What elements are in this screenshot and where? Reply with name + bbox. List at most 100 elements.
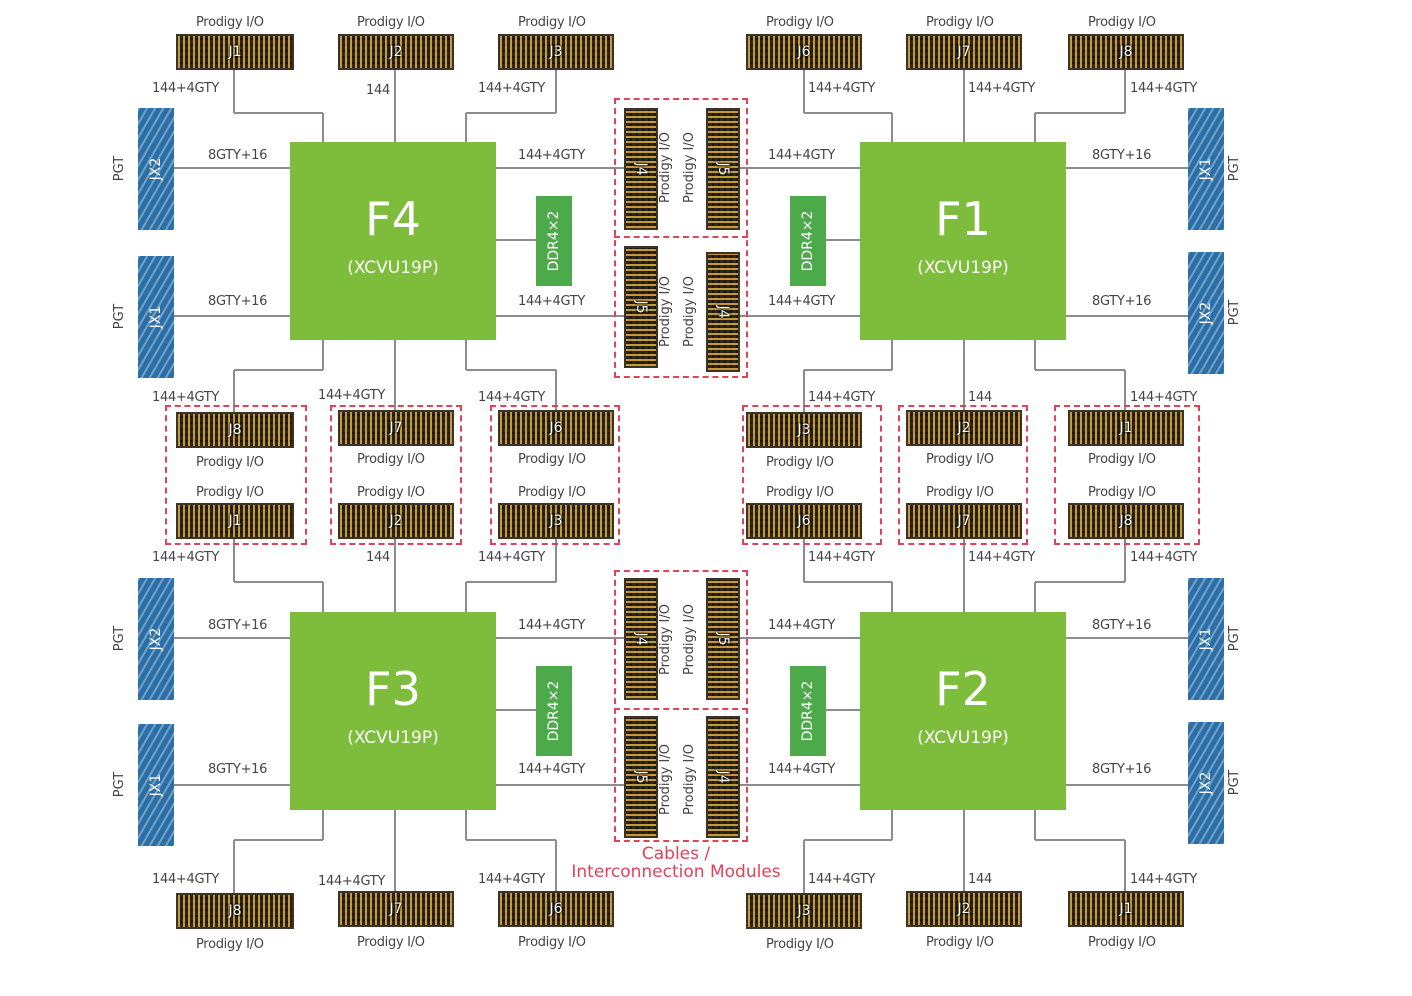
interconnect-box-left-2 xyxy=(330,405,462,545)
fpga-part: (XCVU19P) xyxy=(347,728,439,748)
prodigy-connector-center-j4: J4 xyxy=(706,716,740,838)
connector-label: J6 xyxy=(549,901,563,917)
fpga-f2: F2 (XCVU19P) xyxy=(860,612,1066,810)
prodigy-io-label: Prodigy I/O xyxy=(1088,452,1156,467)
connector-label: J5 xyxy=(715,632,731,646)
link-label: 144+4GTY xyxy=(1130,550,1198,565)
fpga-f4: F4 (XCVU19P) xyxy=(290,142,496,340)
prodigy-connector-center-j4: J4 xyxy=(624,108,658,230)
prodigy-io-label: Prodigy I/O xyxy=(196,15,264,30)
connector-label: J7 xyxy=(957,513,971,529)
pgt-label: PGT xyxy=(1227,625,1243,652)
link-label: 144+4GTY xyxy=(318,388,386,403)
pgt-label: PGT xyxy=(112,155,128,182)
ddr4-module-f1: DDR4×2 xyxy=(790,196,826,286)
prodigy-connector-center-j4: J4 xyxy=(624,578,658,700)
link-label: 144+4GTY xyxy=(318,874,386,889)
link-label: 144+4GTY xyxy=(152,550,220,565)
interconnect-box-left-3 xyxy=(490,405,620,545)
prodigy-connector-f1-j8: J8 xyxy=(1068,34,1184,70)
pgt-connector-f1-jx1: JX1 xyxy=(1188,108,1224,230)
prodigy-connector-f2-j3: J3 xyxy=(746,893,862,929)
prodigy-connector-f4-j8: J8 xyxy=(176,412,294,448)
link-label: 144 xyxy=(968,390,992,405)
prodigy-io-label: Prodigy I/O xyxy=(196,937,264,952)
ddr4-module-f4: DDR4×2 xyxy=(536,196,572,286)
link-label: 144+4GTY xyxy=(808,550,876,565)
interconnect-box-right-2 xyxy=(898,405,1028,545)
prodigy-connector-f1-j6: J6 xyxy=(746,34,862,70)
link-label: 144 xyxy=(968,872,992,887)
link-label: 8GTY+16 xyxy=(208,762,268,777)
interconnect-box-center-top xyxy=(614,98,748,378)
ddr4-label: DDR4×2 xyxy=(546,680,562,742)
prodigy-connector-f1-j2: J2 xyxy=(906,410,1022,446)
pgt-connector-label: JX2 xyxy=(1198,301,1214,325)
prodigy-connector-f2-j6: J6 xyxy=(746,503,862,539)
connector-label: J5 xyxy=(633,300,649,314)
pgt-label: PGT xyxy=(112,771,128,798)
link-label: 144+4GTY xyxy=(152,390,220,405)
link-label: 144+4GTY xyxy=(478,390,546,405)
link-label: 144+4GTY xyxy=(768,618,836,633)
pgt-connector-label: JX2 xyxy=(148,627,164,651)
link-label: 144+4GTY xyxy=(808,872,876,887)
link-label: 144+4GTY xyxy=(152,872,220,887)
pgt-connector-f2-jx1: JX1 xyxy=(1188,578,1224,700)
prodigy-connector-f4-j7: J7 xyxy=(338,410,454,446)
prodigy-connector-f2-j7: J7 xyxy=(906,503,1022,539)
link-label: 144+4GTY xyxy=(152,81,220,96)
pgt-connector-f4-jx2: JX2 xyxy=(138,108,174,230)
connector-label: J3 xyxy=(797,903,811,919)
prodigy-io-label: Prodigy I/O xyxy=(682,275,698,348)
connector-label: J1 xyxy=(228,44,242,60)
connector-label: J7 xyxy=(389,901,403,917)
interconnect-box-right-3 xyxy=(1054,405,1200,545)
pgt-connector-label: JX1 xyxy=(148,305,164,329)
link-label: 8GTY+16 xyxy=(1092,294,1152,309)
link-label: 144 xyxy=(366,83,390,98)
connector-label: J4 xyxy=(633,162,649,176)
connector-label: J2 xyxy=(389,513,403,529)
prodigy-io-label: Prodigy I/O xyxy=(658,743,674,816)
prodigy-io-label: Prodigy I/O xyxy=(357,452,425,467)
link-label: 144+4GTY xyxy=(1130,390,1198,405)
pgt-connector-label: JX1 xyxy=(148,773,164,797)
interconnect-box-left-1 xyxy=(165,405,307,545)
pgt-label: PGT xyxy=(1227,155,1243,182)
cables-note: Cables / Interconnection Modules xyxy=(560,845,792,882)
interconnect-box-center-bottom xyxy=(614,570,748,842)
prodigy-connector-f4-j6: J6 xyxy=(498,410,614,446)
connector-label: J2 xyxy=(957,420,971,436)
interconnect-box-center-top-divider xyxy=(614,236,748,238)
connector-label: J6 xyxy=(797,44,811,60)
prodigy-io-label: Prodigy I/O xyxy=(926,15,994,30)
prodigy-io-label: Prodigy I/O xyxy=(518,452,586,467)
fpga-part: (XCVU19P) xyxy=(347,258,439,278)
prodigy-connector-f1-j1: J1 xyxy=(1068,410,1184,446)
link-label: 144+4GTY xyxy=(968,81,1036,96)
fpga-name: F2 xyxy=(935,662,991,716)
link-label: 144 xyxy=(366,550,390,565)
prodigy-connector-f1-j7: J7 xyxy=(906,34,1022,70)
connector-label: J3 xyxy=(549,513,563,529)
prodigy-connector-center-j5: J5 xyxy=(624,716,658,838)
prodigy-io-label: Prodigy I/O xyxy=(658,131,674,204)
connector-label: J8 xyxy=(228,422,242,438)
connector-label: J1 xyxy=(1119,901,1133,917)
prodigy-connector-center-j5: J5 xyxy=(706,108,740,230)
prodigy-io-label: Prodigy I/O xyxy=(357,15,425,30)
pgt-label: PGT xyxy=(112,625,128,652)
prodigy-io-label: Prodigy I/O xyxy=(682,603,698,676)
fpga-f3: F3 (XCVU19P) xyxy=(290,612,496,810)
prodigy-io-label: Prodigy I/O xyxy=(766,15,834,30)
prodigy-io-label: Prodigy I/O xyxy=(357,935,425,950)
pgt-connector-label: JX1 xyxy=(1198,627,1214,651)
connector-label: J3 xyxy=(549,44,563,60)
connector-label: J6 xyxy=(797,513,811,529)
link-label: 8GTY+16 xyxy=(1092,762,1152,777)
prodigy-io-label: Prodigy I/O xyxy=(682,743,698,816)
prodigy-io-label: Prodigy I/O xyxy=(196,455,264,470)
prodigy-connector-f2-j8: J8 xyxy=(1068,503,1184,539)
prodigy-connector-f4-j3: J3 xyxy=(498,34,614,70)
